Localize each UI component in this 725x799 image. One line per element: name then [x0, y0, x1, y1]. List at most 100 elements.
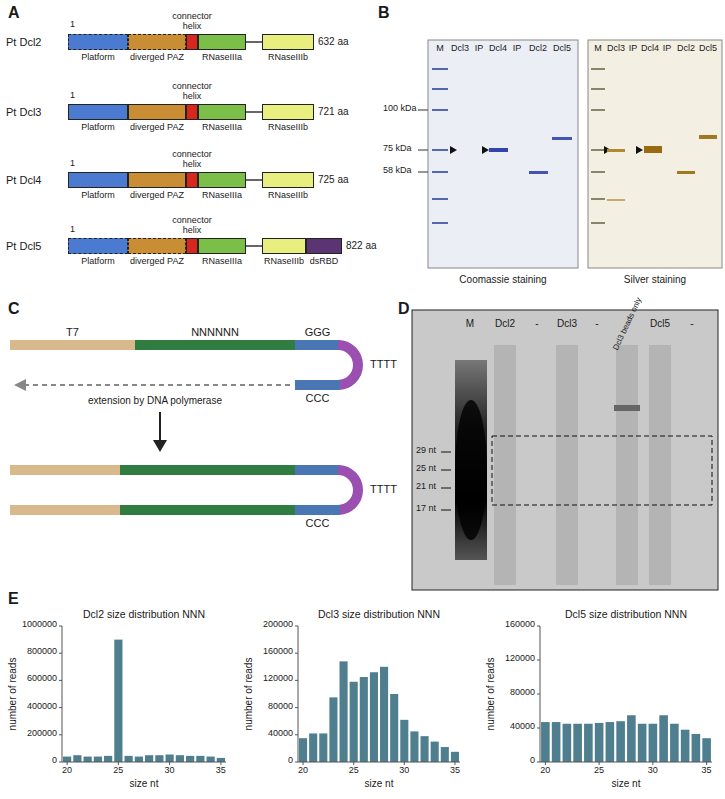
position-number: 1 — [70, 159, 75, 169]
lane-label: Dcl2 — [677, 44, 695, 54]
chart-bar — [207, 757, 215, 762]
lane-label: Dcl5 — [650, 318, 670, 329]
size-marker: 21 nt — [416, 482, 436, 492]
chart-bar — [84, 757, 92, 762]
axis-tick-label: 0 — [530, 756, 535, 766]
paz-domain: diverged PAZ — [128, 172, 186, 188]
chart-bar — [186, 756, 194, 762]
chart-bar — [400, 720, 408, 762]
silver-gel — [588, 40, 722, 268]
platform-domain-label: Platform — [81, 123, 115, 133]
chart-bar — [552, 722, 561, 762]
axis-tick — [303, 762, 304, 765]
rna-gel — [412, 310, 718, 590]
axis-tick — [295, 653, 298, 654]
x-axis — [540, 762, 712, 763]
axis-tick-label: 200000 — [263, 620, 293, 630]
rnase-domain: RNaseIIIb — [262, 104, 314, 120]
chart-bar — [649, 724, 658, 762]
coomassie-gel — [418, 40, 578, 268]
axis-title: size nt — [130, 778, 159, 789]
rnase-domain-label: RNaseIIIa — [202, 191, 242, 201]
axis-tick — [59, 653, 62, 654]
position-number: 1 — [70, 225, 75, 235]
chart-bar — [410, 731, 418, 762]
lane-label: Dcl3 — [607, 44, 625, 54]
chart-bar — [145, 755, 153, 762]
chart-bar — [380, 667, 388, 762]
t7-segment: T7 — [10, 340, 135, 350]
chart-bar — [299, 738, 307, 762]
bar-chart-label: Dcl5 size distribution NNN — [565, 609, 687, 621]
axis-tick-label: 800000 — [27, 647, 57, 657]
step-note: extension by DNA polymerase — [88, 395, 222, 406]
connector-helix-label: connector helix — [169, 216, 215, 235]
connector-helix: connector helix — [186, 34, 198, 50]
chart-bar — [606, 722, 615, 762]
axis-tick-label: 25 — [113, 766, 123, 776]
bar-chart: Dcl3 size distribution NNN — [298, 626, 460, 762]
rnase-domain: RNaseIIIa — [198, 34, 246, 50]
axis-tick-label: 200000 — [27, 729, 57, 739]
connector-helix-label: connector helix — [169, 12, 215, 31]
axis-tick — [295, 734, 298, 735]
lane-label: Dcl3 — [451, 44, 469, 54]
hairpin-loop-label: TTTT — [370, 483, 397, 495]
axis-tick-label: 160000 — [505, 620, 535, 630]
axis-tick — [59, 626, 62, 627]
hairpin-loop: TTTT — [338, 463, 366, 517]
connector-helix-label: connector helix — [169, 82, 215, 101]
chart-bar — [94, 757, 102, 762]
protein-length: 725 aa — [318, 174, 349, 185]
axis-tick-label: 0 — [52, 756, 57, 766]
bar-chart-label: Dcl3 size distribution NNN — [318, 609, 440, 621]
rnase-domain-label: RNaseIIIa — [202, 257, 242, 267]
chart-bar — [104, 756, 112, 762]
protein-name: Pt Dcl3 — [6, 106, 41, 118]
axis-tick — [67, 762, 68, 765]
gc-segment: CCC — [295, 380, 340, 390]
axis-title: size nt — [365, 778, 394, 789]
platform-domain-label: Platform — [81, 257, 115, 267]
lane-label: Dcl2 — [495, 318, 515, 329]
size-marker: 58 kDa — [383, 166, 412, 176]
axis-tick-label: 40000 — [510, 722, 535, 732]
size-marker: 100 kDa — [383, 104, 417, 114]
gc-segment-label: GGG — [305, 326, 331, 338]
lane-label: Dcl4 — [641, 44, 659, 54]
axis-tick — [537, 694, 540, 695]
size-marker: 75 kDa — [383, 144, 412, 154]
chart-bar — [360, 677, 368, 762]
axis-tick — [404, 762, 405, 765]
chart-bar — [125, 756, 133, 762]
axis-title: number of reads — [243, 658, 254, 731]
axis-tick-label: 20 — [298, 766, 308, 776]
axis-tick-label: 120000 — [263, 674, 293, 684]
gel-caption: Coomassie staining — [459, 274, 546, 285]
chart-bar — [73, 755, 81, 762]
chart-bar — [431, 742, 439, 762]
lane-label: M — [594, 44, 602, 54]
paz-domain: diverged PAZ — [128, 238, 186, 254]
axis-tick — [59, 762, 62, 763]
chart-bar — [370, 672, 378, 762]
rnase-domain-label: RNaseIIIb — [268, 123, 308, 133]
dsrbd-domain-label: dsRBD — [310, 257, 339, 267]
bar-chart: Dcl5 size distribution NNN — [540, 626, 712, 762]
axis-tick — [537, 660, 540, 661]
panel-letter: A — [8, 4, 20, 22]
axis-tick-label: 20 — [62, 766, 72, 776]
chart-bar — [155, 755, 163, 762]
lane-label: - — [535, 318, 538, 329]
chart-bar — [638, 724, 647, 762]
protein-name: Pt Dcl2 — [6, 36, 41, 48]
panel-letter: D — [398, 300, 410, 318]
paz-domain: diverged PAZ — [128, 34, 186, 50]
chart-bar — [692, 734, 701, 762]
axis-tick-label: 25 — [349, 766, 359, 776]
connector-helix: connector helix — [186, 172, 198, 188]
gc-segment-label: CCC — [306, 517, 330, 529]
position-number: 1 — [70, 91, 75, 101]
chart-bar — [166, 755, 174, 762]
x-axis — [298, 762, 460, 763]
